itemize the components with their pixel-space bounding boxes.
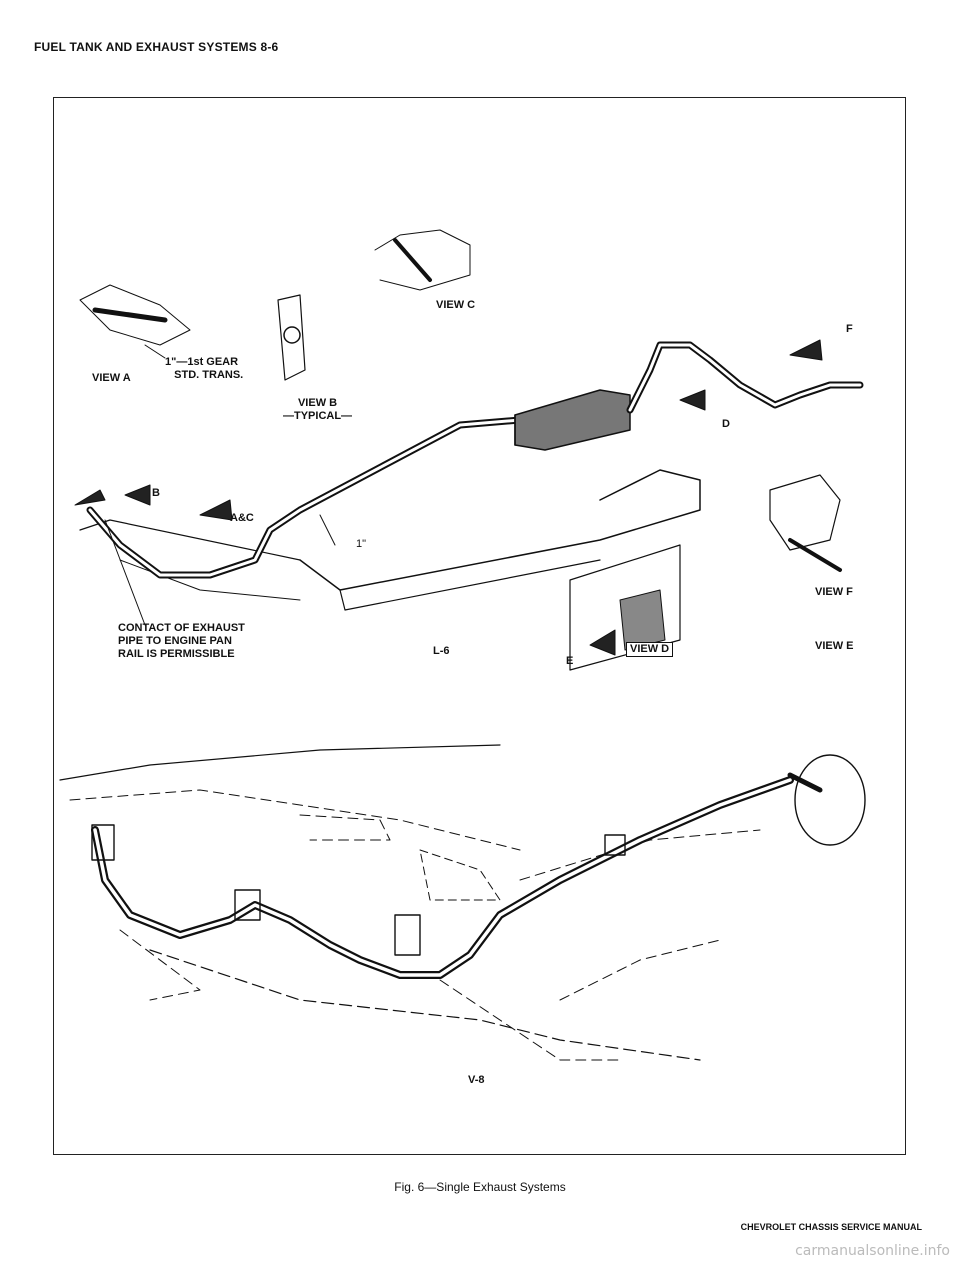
- label-view-a: VIEW A: [92, 372, 131, 384]
- label-callout-b: B: [152, 487, 160, 499]
- label-contact-note: CONTACT OF EXHAUST PIPE TO ENGINE PAN RA…: [118, 622, 245, 660]
- label-callout-f: F: [846, 323, 853, 335]
- label-v8: V-8: [468, 1074, 485, 1086]
- label-view-b: VIEW B —TYPICAL—: [283, 397, 353, 422]
- label-callout-d: D: [722, 418, 730, 430]
- label-callout-ac: A&C: [230, 512, 254, 524]
- label-view-d: VIEW D: [626, 642, 674, 657]
- label-view-e: VIEW E: [815, 640, 854, 652]
- label-dim-1in: 1": [356, 538, 367, 550]
- label-l6: L-6: [433, 645, 450, 657]
- page-footer: CHEVROLET CHASSIS SERVICE MANUAL: [740, 1222, 922, 1232]
- figure-caption: Fig. 6—Single Exhaust Systems: [394, 1180, 566, 1194]
- watermark: carmanualsonline.info: [795, 1243, 950, 1259]
- label-callout-e: E: [566, 655, 574, 667]
- figure-frame: [53, 97, 906, 1155]
- label-gear-note: 1"—1st GEAR STD. TRANS.: [165, 356, 244, 381]
- label-view-f: VIEW F: [815, 586, 853, 598]
- label-view-c: VIEW C: [436, 299, 476, 311]
- page-header: FUEL TANK AND EXHAUST SYSTEMS 8-6: [34, 40, 279, 54]
